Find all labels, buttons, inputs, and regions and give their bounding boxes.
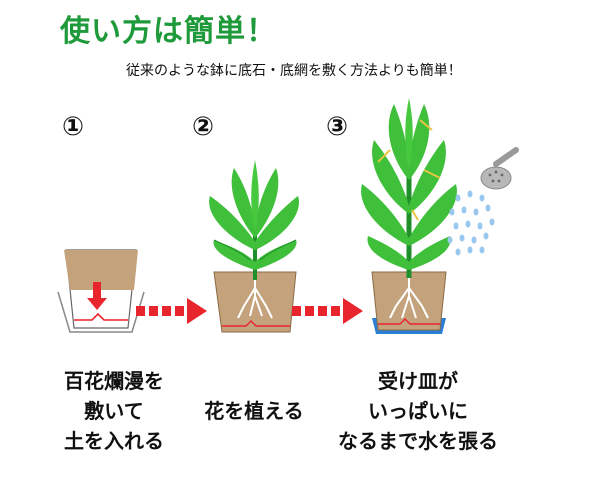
step-1-pot xyxy=(57,249,145,333)
step-3-caption-line: いっぱいに xyxy=(368,399,468,423)
step-2-plant xyxy=(209,160,299,333)
step-2-number: ② xyxy=(192,112,215,142)
step-3-number: ③ xyxy=(326,112,349,142)
step-2-caption-line: 花を植える xyxy=(204,399,304,423)
step-1-caption: 百花爛漫を 敷いて 土を入れる xyxy=(44,366,184,456)
step-2-caption: 花を植える xyxy=(184,396,324,426)
down-arrow-icon xyxy=(87,282,107,310)
right-arrow-icon xyxy=(292,298,363,324)
page-title: 使い方は簡単！ xyxy=(60,14,277,49)
step-1-caption-line: 土を入れる xyxy=(64,429,164,453)
step-1-caption-line: 百花爛漫を xyxy=(64,369,164,393)
page-subtitle: 従来のような鉢に底石・底網を敷く方法よりも簡単！ xyxy=(126,63,462,79)
water-drops-icon xyxy=(447,190,495,256)
step-3-caption: 受け皿が いっぱいに なるまで水を張る xyxy=(318,366,518,456)
step-1-caption-line: 敷いて xyxy=(84,399,144,423)
step-3-caption-line: 受け皿が xyxy=(378,369,458,393)
step-3-plant xyxy=(361,98,457,334)
right-arrow-icon xyxy=(136,298,207,324)
step-3-caption-line: なるまで水を張る xyxy=(338,429,498,453)
watering-can-icon xyxy=(480,147,519,190)
step-1-number: ① xyxy=(62,112,85,142)
